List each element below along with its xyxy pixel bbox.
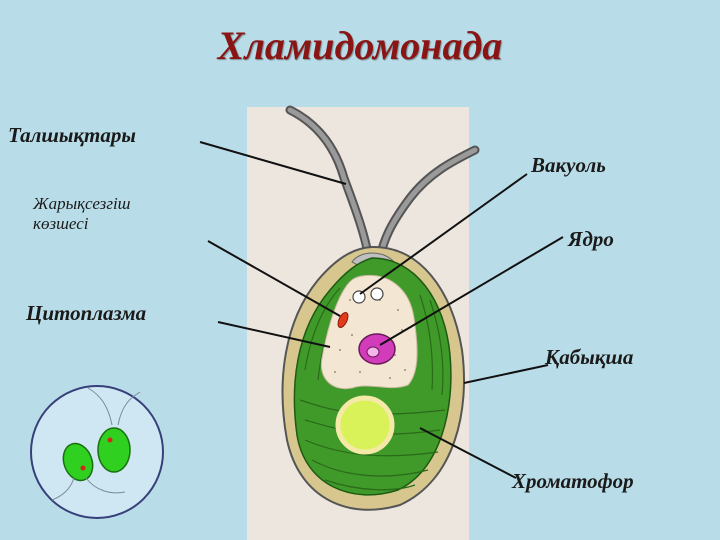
label-nucleus: Ядро xyxy=(568,227,614,251)
leader-line-vacuole xyxy=(359,173,528,295)
inset-micrograph xyxy=(30,385,164,519)
diagram-title: Хламидомонада xyxy=(217,23,503,68)
label-eyespot-line2: көзшесі xyxy=(33,214,89,233)
cytoplasm xyxy=(320,274,418,390)
leader-lines xyxy=(199,141,564,479)
chromatophore-texture xyxy=(299,287,446,491)
label-cytoplasm: Цитоплазма xyxy=(26,301,147,325)
leader-line-chromatophore xyxy=(419,427,517,479)
pyrenoid xyxy=(335,395,395,455)
contractile-vacuole xyxy=(370,287,384,301)
flagella xyxy=(285,105,480,273)
nucleolus xyxy=(366,346,380,358)
label-flagella: Талшықтары xyxy=(8,123,136,147)
contractile-vacuole xyxy=(352,290,366,304)
eyespot xyxy=(337,312,349,328)
label-eyespot-line1: Жарықсезгіш xyxy=(33,194,131,213)
label-cell-wall: Қабықша xyxy=(545,345,634,369)
label-chromatophore: Хроматофор xyxy=(512,469,634,493)
leader-line-flagella xyxy=(199,141,347,185)
leader-line-cytoplasm xyxy=(217,321,331,348)
leader-line-eyespot xyxy=(207,240,341,317)
leader-line-nucleus xyxy=(379,236,564,346)
leader-line-cell-wall xyxy=(463,364,549,384)
label-vacuole: Вакуоль xyxy=(531,153,606,177)
